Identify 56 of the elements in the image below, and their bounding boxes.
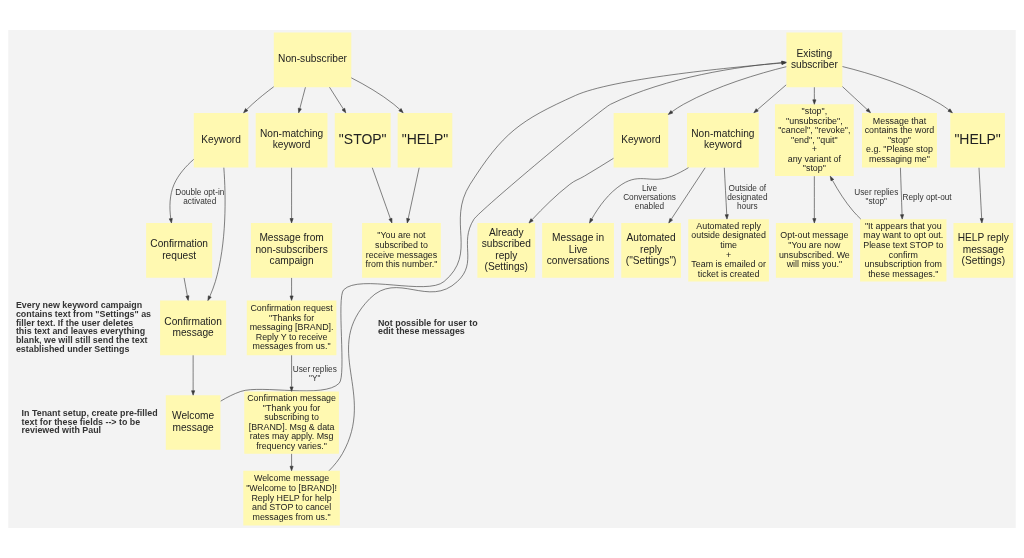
- arrow: [668, 167, 706, 224]
- node-box: "HELP": [950, 112, 1005, 168]
- node-box: Confirmation message "Thank you for subscribing to [BRAND]. Msg & data rates may apply. Msg frequency varies.": [244, 391, 339, 454]
- node-box: Automated reply outside designated time + Team is emailed or ticket is created: [688, 219, 769, 282]
- node-box: Confirmation request "Thanks for messaging [BRAND]. Reply Y to receive messages from us.": [246, 300, 337, 356]
- arrow: [723, 167, 729, 220]
- arrow: [289, 453, 294, 472]
- node-box: Keyword: [193, 112, 249, 168]
- arrow: [183, 277, 190, 301]
- arrow: [753, 84, 787, 114]
- arrow: [243, 86, 275, 114]
- node-box: "You are not subscribed to receive messages from this number.": [362, 223, 441, 278]
- arrow: [812, 175, 817, 224]
- arrow: [351, 77, 404, 114]
- node-box: "HELP": [397, 112, 453, 168]
- label: In Tenant setup, create pre-filled text for these fields --> to be reviewed with Paul: [21, 407, 158, 436]
- node-box: "STOP": [334, 112, 391, 168]
- label: Every new keyword campaign contains text from "Settings" as filler text. If the user deletes this text and leaves everything blank, we will still send the text established under Settings: [15, 299, 152, 355]
- node-box: Keyword: [613, 112, 669, 168]
- label: Not possible for user to edit these messages: [377, 317, 478, 337]
- arrow: [978, 167, 984, 224]
- node-box: Non-matching keyword: [255, 112, 328, 168]
- arrow: [207, 167, 226, 301]
- arrow: [329, 86, 347, 114]
- node-box: Non-matching keyword: [687, 112, 759, 168]
- node-box: Message in Live conversations: [542, 223, 614, 278]
- arrow: [829, 175, 862, 220]
- node-box: Automated reply ("Settings"): [621, 223, 681, 278]
- arrow: [842, 66, 953, 114]
- arrow: [168, 159, 195, 224]
- arrow: [842, 86, 871, 113]
- node-box: Message from non-subscribers campaign: [250, 223, 333, 278]
- arrow: [812, 86, 817, 105]
- node-box: HELP reply message (Settings): [953, 223, 1014, 278]
- arrow: [900, 167, 904, 220]
- arrow: [372, 167, 393, 224]
- arrow: [667, 66, 787, 115]
- arrow: [406, 167, 420, 224]
- node-box: Non-subscriber: [273, 32, 352, 88]
- node-box: Confirmation message: [160, 300, 227, 356]
- arrow: [289, 355, 294, 392]
- node-box: Message that contains the word "stop" e.g. "Please stop messaging me": [862, 112, 937, 168]
- arrow: [589, 167, 689, 224]
- node-box: Confirmation request: [146, 223, 213, 278]
- node-box: Welcome message "Welcome to [BRAND]! Reply HELP for help and STOP to cancel messages from us.": [243, 470, 340, 526]
- node-box: Opt-out message "You are now unsubscribed. We will miss you.": [775, 223, 853, 278]
- arrow: [191, 355, 195, 396]
- node-box: "It appears that you may want to opt out. Please text STOP to confirm unsubscription from these messages.": [860, 219, 947, 282]
- node-box: Already subscribed reply (Settings): [477, 223, 536, 278]
- node-box: Existing subscriber: [786, 32, 843, 88]
- arrow: [298, 86, 306, 114]
- arrow: [528, 158, 614, 224]
- node-box: "stop", "unsubscribe", "cancel", "revoke", "end", "quit" + any variant of "stop": [774, 104, 854, 177]
- arrow: [289, 167, 294, 224]
- arrow: [289, 277, 294, 301]
- node-box: Welcome message: [165, 395, 221, 450]
